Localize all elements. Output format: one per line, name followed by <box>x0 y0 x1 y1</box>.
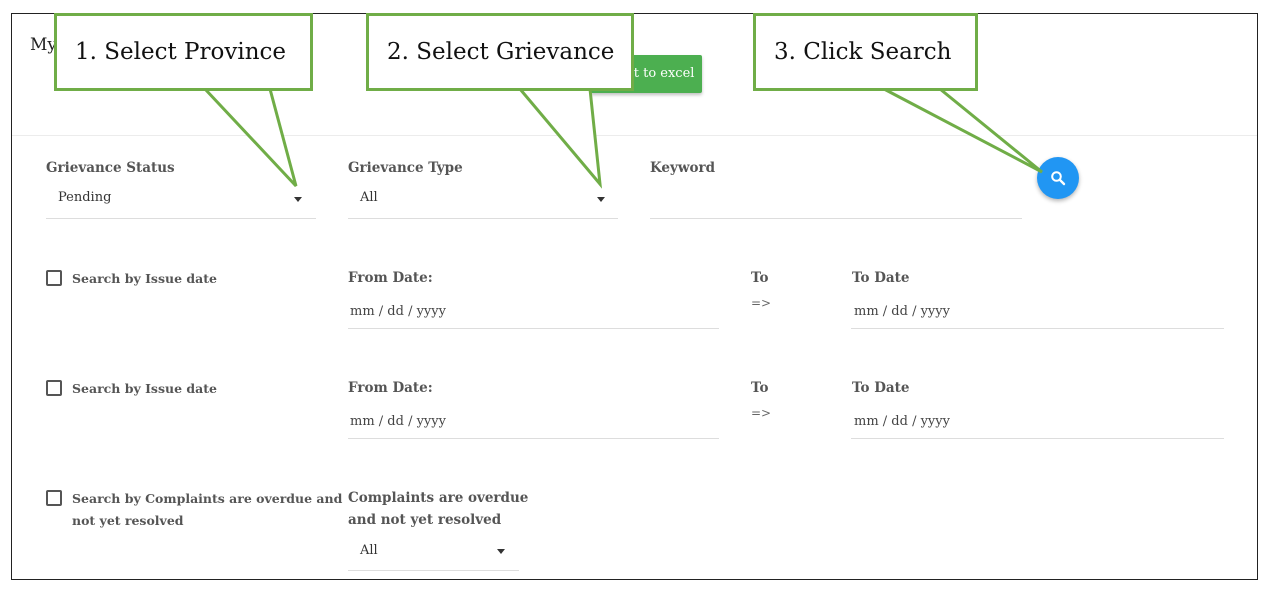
header-divider <box>12 135 1257 136</box>
issue-date-checkbox[interactable] <box>46 270 62 286</box>
callout-pointer-1 <box>201 87 298 188</box>
from-date-placeholder: mm / dd / yyyy <box>350 304 446 319</box>
callout-pointer-3 <box>883 87 1043 174</box>
grievance-status-select[interactable]: Pending <box>46 190 316 219</box>
to-date-label: To Date <box>852 380 910 396</box>
grievance-type-select[interactable]: All <box>348 190 618 219</box>
chevron-down-icon <box>294 197 302 202</box>
to-date-placeholder: mm / dd / yyyy <box>854 304 950 319</box>
from-date-label: From Date: <box>348 270 433 286</box>
keyword-input[interactable] <box>650 190 1022 219</box>
grievance-type-value: All <box>360 190 378 205</box>
to-date-input[interactable]: mm / dd / yyyy <box>851 414 1224 439</box>
range-arrow: => <box>751 406 772 420</box>
to-label: To <box>751 380 769 396</box>
issue-date-checkbox-label: Search by Issue date <box>72 381 217 396</box>
overdue-checkbox-label-line1: Search by Complaints are overdue and <box>72 491 343 506</box>
to-date-input[interactable]: mm / dd / yyyy <box>851 304 1224 329</box>
from-date-placeholder: mm / dd / yyyy <box>350 414 446 429</box>
overdue-select-label-line2: and not yet resolved <box>348 512 502 528</box>
to-date-placeholder: mm / dd / yyyy <box>854 414 950 429</box>
overdue-checkbox[interactable] <box>46 490 62 506</box>
keyword-label: Keyword <box>650 160 716 176</box>
overdue-select-value: All <box>360 543 378 558</box>
overdue-select[interactable]: All <box>348 543 519 571</box>
main-panel <box>11 13 1258 580</box>
overdue-select-label-line1: Complaints are overdue <box>348 490 529 506</box>
page-title: My <box>30 35 58 55</box>
range-arrow: => <box>751 296 772 310</box>
from-date-label: From Date: <box>348 380 433 396</box>
search-icon <box>1051 171 1066 186</box>
chevron-down-icon <box>597 197 605 202</box>
search-button[interactable] <box>1037 157 1079 199</box>
to-label: To <box>751 270 769 286</box>
callout-pointer-2 <box>516 87 603 189</box>
issue-date-checkbox[interactable] <box>46 380 62 396</box>
from-date-input[interactable]: mm / dd / yyyy <box>348 414 719 439</box>
to-date-label: To Date <box>852 270 910 286</box>
callout-select-province: 1. Select Province <box>54 13 313 91</box>
overdue-checkbox-label-line2: not yet resolved <box>72 513 184 528</box>
issue-date-checkbox-label: Search by Issue date <box>72 271 217 286</box>
grievance-type-label: Grievance Type <box>348 160 463 176</box>
grievance-status-label: Grievance Status <box>46 160 175 176</box>
from-date-input[interactable]: mm / dd / yyyy <box>348 304 719 329</box>
callout-click-search: 3. Click Search <box>753 13 978 91</box>
grievance-status-value: Pending <box>58 190 112 205</box>
callout-select-grievance: 2. Select Grievance <box>366 13 634 91</box>
chevron-down-icon <box>497 549 505 554</box>
